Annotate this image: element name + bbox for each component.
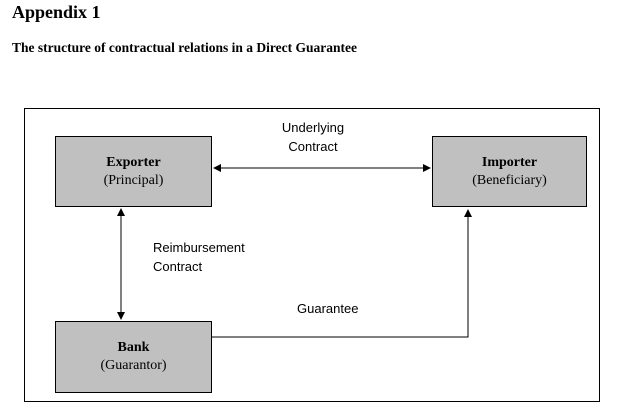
underlying-contract-label: Underlying Contract: [276, 118, 350, 156]
importer-box: Importer (Beneficiary): [432, 136, 587, 207]
underlying-contract-label-line1: Underlying: [281, 120, 345, 135]
exporter-role: (Principal): [103, 172, 164, 188]
bank-name: Bank: [117, 340, 150, 355]
bank-role: (Guarantor): [100, 358, 167, 373]
exporter-name: Exporter: [106, 154, 161, 170]
diagram-frame: [24, 108, 600, 402]
reimbursement-contract-label-line1: Reimbursement: [153, 240, 245, 255]
guarantee-arrow: [212, 209, 472, 338]
reimbursement-contract-label-line2: Contract: [153, 259, 203, 274]
importer-name: Importer: [481, 154, 538, 170]
exporter-box: Exporter (Principal): [55, 136, 212, 207]
diagram-caption: The structure of contractual relations i…: [12, 40, 357, 55]
appendix-title: Appendix 1: [12, 2, 101, 22]
reimbursement-contract-label: Reimbursement Contract: [153, 238, 245, 276]
bank-box: Bank (Guarantor): [55, 321, 212, 393]
guarantee-label: Guarantee: [297, 301, 359, 316]
underlying-contract-label-line2: Contract: [288, 139, 338, 154]
importer-role: (Beneficiary): [472, 172, 547, 188]
